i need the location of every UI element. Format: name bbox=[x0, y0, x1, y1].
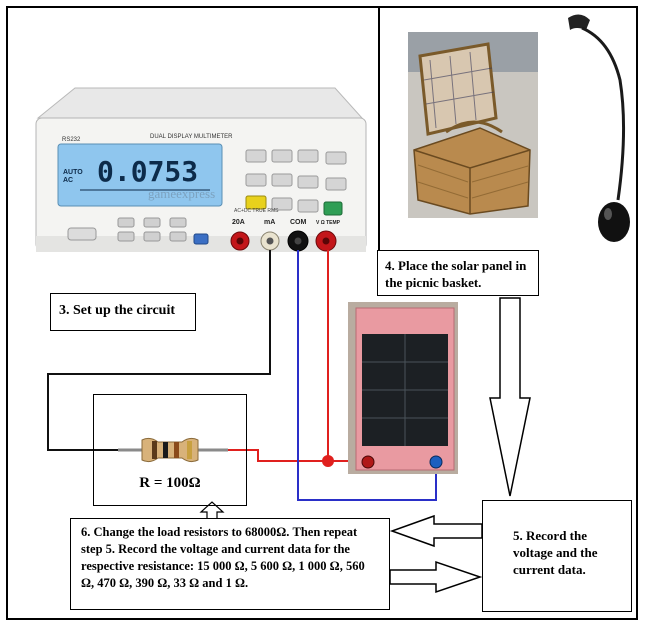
yellow-button bbox=[245, 195, 267, 210]
step-3-label: 3. Set up the circuit bbox=[59, 303, 176, 318]
step-5-box: 5. Record the voltage and the current da… bbox=[482, 500, 632, 612]
meter-title: DUAL DISPLAY MULTIMETER bbox=[150, 134, 233, 140]
red-wire-resistor bbox=[228, 449, 364, 462]
blue-wire bbox=[297, 250, 437, 501]
meter-brand: RS232 bbox=[62, 137, 81, 143]
terminal-label-v: V Ω TEMP bbox=[316, 220, 341, 226]
black-wire bbox=[47, 250, 271, 451]
terminal-label-com: COM bbox=[290, 219, 307, 226]
watermark-text: gameexpress bbox=[148, 186, 215, 201]
arrow-to-record-repeat bbox=[389, 560, 483, 594]
panel-terminal-blue bbox=[429, 455, 443, 469]
arrow-to-change bbox=[389, 514, 483, 548]
wires bbox=[47, 250, 437, 501]
resistor bbox=[118, 437, 228, 463]
step-6-label: 6. Change the load resistors to 68000Ω. … bbox=[81, 525, 365, 590]
photo-divider bbox=[378, 6, 380, 268]
solar-panel-photo bbox=[348, 302, 458, 474]
arrow-to-record bbox=[489, 297, 531, 497]
green-button bbox=[323, 201, 343, 216]
lcd-mode-bottom: AC bbox=[63, 177, 73, 184]
step-5-label: 5. Record the voltage and the current da… bbox=[513, 528, 598, 577]
terminal-label-20a: 20A bbox=[232, 219, 245, 226]
resistor-label: R = 100Ω bbox=[139, 475, 201, 491]
terminal-label-ma: mA bbox=[264, 219, 275, 226]
picnic-basket-photo bbox=[408, 32, 538, 218]
step-6-box: 6. Change the load resistors to 68000Ω. … bbox=[70, 518, 390, 610]
desk-lamp-photo bbox=[568, 14, 630, 242]
meter-sublabel: AC+DC TRUE RMS bbox=[234, 208, 279, 214]
step-4-box: 4. Place the solar panel in the picnic b… bbox=[377, 250, 539, 296]
meter-button-grid bbox=[245, 149, 347, 213]
multimeter: RS232 DUAL DISPLAY MULTIMETER AUTO AC 0.… bbox=[35, 87, 367, 252]
step-3-box: 3. Set up the circuit bbox=[50, 293, 196, 331]
panel-terminal-red bbox=[361, 455, 375, 469]
diagram-frame bbox=[6, 6, 638, 620]
step-4-label: 4. Place the solar panel in the picnic b… bbox=[385, 258, 527, 290]
lcd-mode-top: AUTO bbox=[63, 169, 83, 176]
resistor-box: R = 100Ω bbox=[93, 394, 247, 506]
wire-junction bbox=[322, 455, 334, 467]
lcd-reading: 0.0753 bbox=[97, 155, 198, 188]
